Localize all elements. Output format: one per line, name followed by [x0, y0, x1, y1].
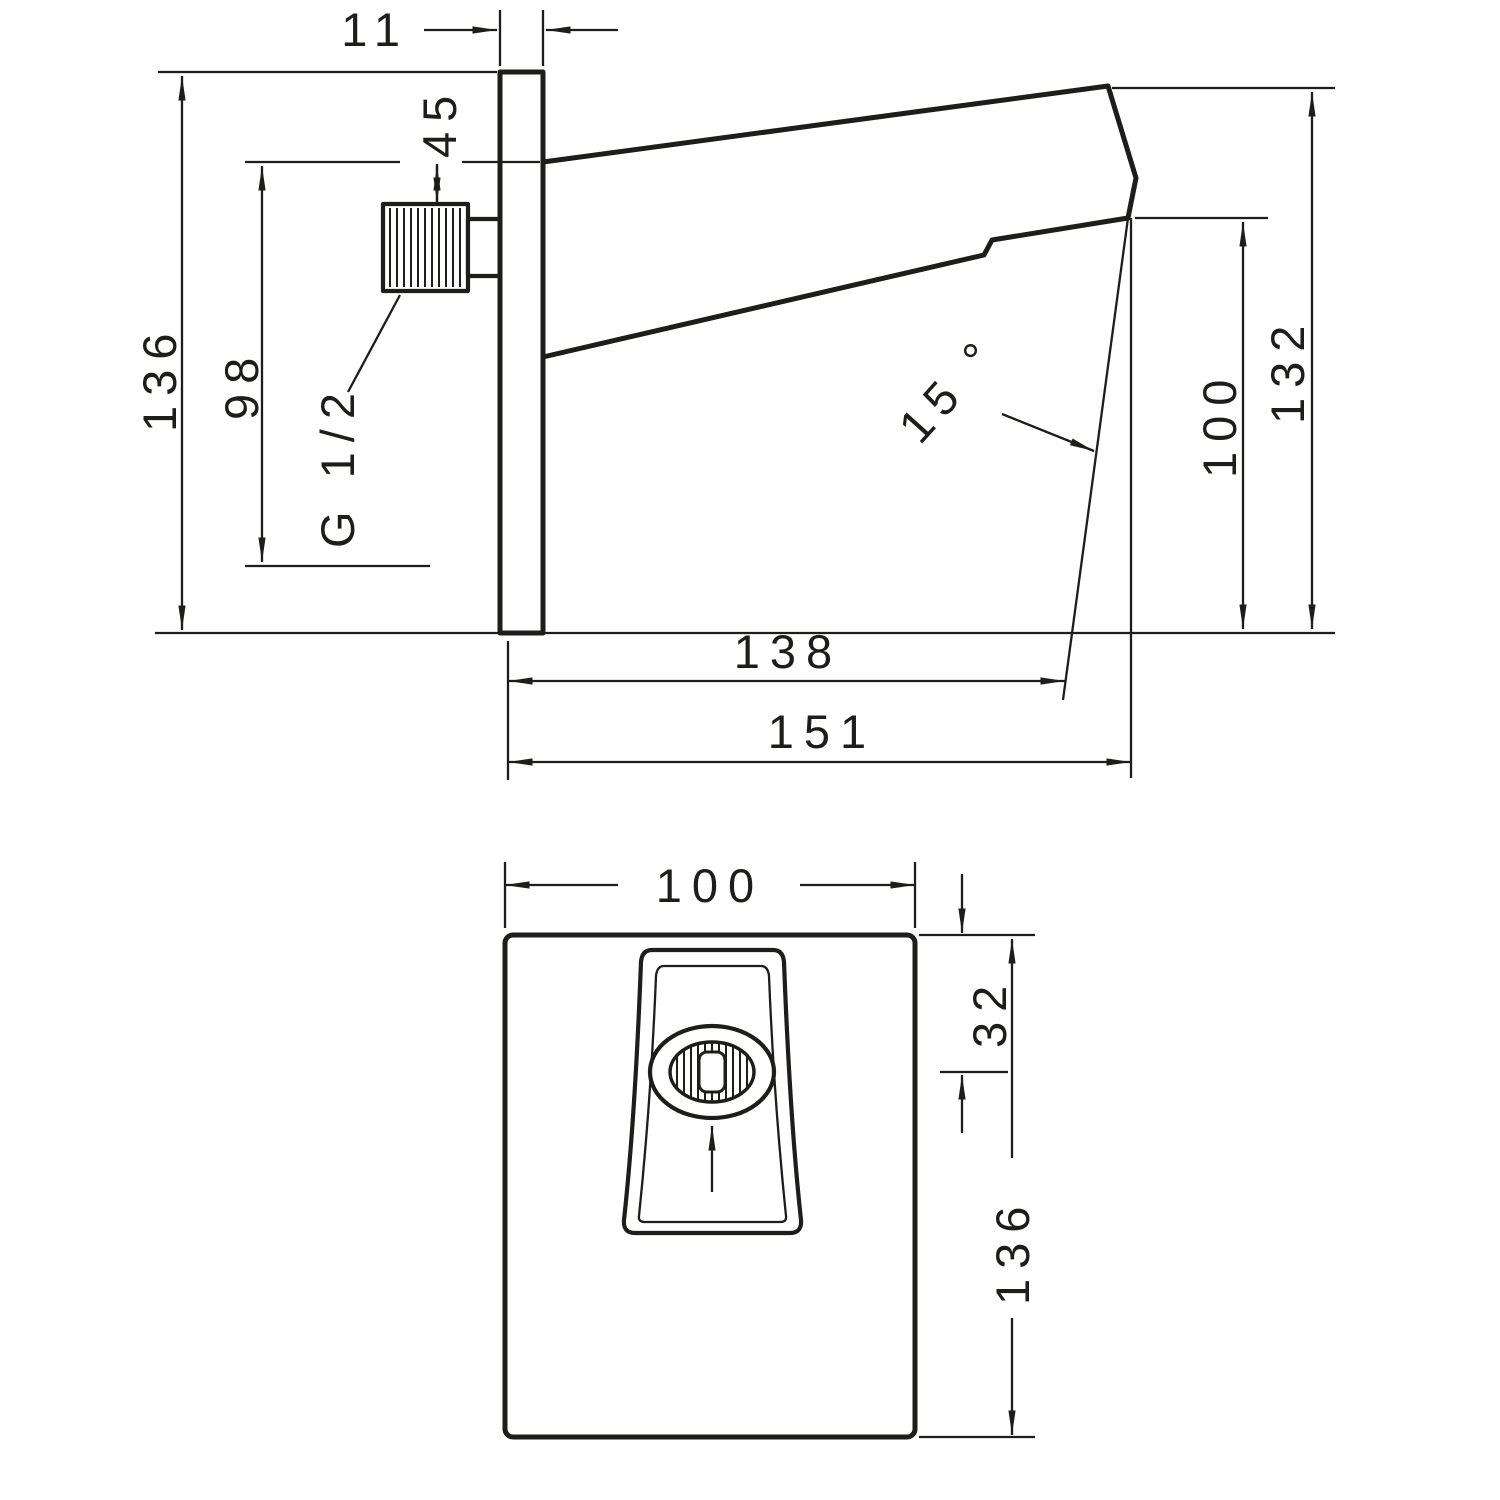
dim-label-plate-thickness: 11: [341, 3, 410, 56]
dim-label-front-width: 100: [656, 859, 764, 912]
dim-label-projection-total: 151: [768, 705, 876, 758]
dim-inlet-height: 98: [215, 160, 540, 568]
wall-plate-side: [497, 69, 546, 636]
thread-size-callout: G 1/2: [311, 294, 402, 548]
dim-plate-thickness: 11: [341, 3, 618, 66]
g-half-thread-connector: [380, 201, 503, 294]
dim-front-width: 100: [503, 859, 917, 928]
dim-inlet-top-offset: 45: [413, 86, 466, 206]
thread-leader-line: [346, 294, 402, 393]
dim-overall-height: 136: [133, 70, 497, 630]
dim-projection-outlet: 138: [506, 625, 1065, 780]
side-view: 11 136 98 45 G 1/2 1: [133, 3, 1335, 780]
dim-projection-total: 151: [508, 705, 1131, 766]
spout-front-inner-line: [637, 964, 788, 1224]
dim-label-inlet-top-offset: 45: [413, 86, 466, 158]
dim-label-outlet-height: 100: [1193, 370, 1246, 478]
spout-profile: [540, 83, 1139, 360]
dim-label-thread-size: G 1/2: [311, 383, 364, 548]
dim-label-inlet-height: 98: [215, 348, 268, 420]
dim-outlet-height: 100: [1135, 216, 1268, 629]
front-view: 100 32 136: [502, 859, 1039, 1440]
dim-aerator-offset: 32: [919, 874, 1035, 1133]
dim-label-aerator-offset: 32: [963, 976, 1016, 1048]
aerator: [647, 1023, 777, 1121]
dim-spout-tip-height: 132: [1112, 86, 1335, 629]
dim-label-spout-tip-height: 132: [1261, 316, 1314, 424]
dim-label-front-height: 136: [986, 1197, 1039, 1305]
dim-label-projection-outlet: 138: [734, 625, 842, 678]
outlet-angled-reference: [1061, 217, 1130, 701]
dim-label-overall-height: 136: [133, 324, 186, 432]
angle-callout: 15 °: [888, 325, 1095, 453]
dim-label-spout-angle: 15 °: [888, 325, 1010, 453]
thread-collar: [465, 216, 503, 279]
aerator-key-slot: [697, 1050, 727, 1094]
dim-front-height: 136: [919, 939, 1039, 1439]
